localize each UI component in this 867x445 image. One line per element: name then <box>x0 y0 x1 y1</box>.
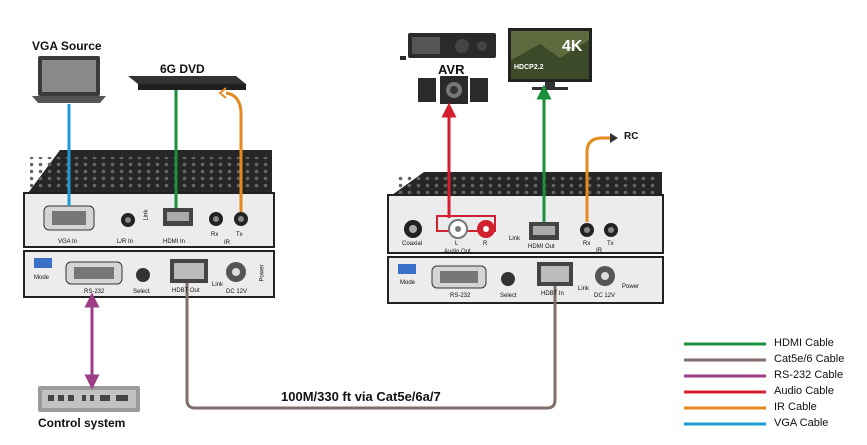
vga-source-label: VGA Source <box>32 39 102 53</box>
rx-ir-rx-label: Rx <box>583 241 591 247</box>
tx-ir-rx-label: Rx <box>211 232 219 238</box>
rx-audio-r-label: R <box>483 241 488 247</box>
legend-label-vga: VGA Cable <box>774 417 829 429</box>
rx-dc12v-label: DC 12V <box>594 293 616 299</box>
cable-run-label: 100M/330 ft via Cat5e/6a/7 <box>281 389 441 404</box>
rx-select-label: Select <box>500 293 517 299</box>
tx-link-label: Link <box>143 209 150 221</box>
rx-link-bottom-label: Link <box>578 286 590 292</box>
rx-audio-out-label: Audio Out <box>444 249 471 255</box>
tx-dc12v-label: DC 12V <box>226 289 248 295</box>
control-system-icon <box>38 386 140 412</box>
tx-ir-label: IR <box>224 240 230 246</box>
tx-ir-tx-label: Tx <box>236 232 243 238</box>
tx-rs232-label: RS-232 <box>84 289 105 295</box>
rx-hdbt-in-label: HDBT In <box>541 291 564 297</box>
ir-cable-rx <box>585 136 610 222</box>
tx-hdmi-in-label: HDMI In <box>163 239 186 245</box>
avr-receiver-icon <box>400 33 496 60</box>
tv-4k-badge: 4K <box>562 38 583 55</box>
tx-link-bottom-label: Link <box>212 282 224 288</box>
legend-swatches <box>684 342 766 426</box>
tx-select-label: Select <box>133 289 150 295</box>
legend-label-hdmi: HDMI Cable <box>774 337 834 349</box>
rx-ir-tx-label: Tx <box>607 241 614 247</box>
ir-emitter-tx-icon <box>218 87 227 99</box>
catx-cable <box>185 283 557 410</box>
tx-vga-in-label: VGA In <box>58 239 78 245</box>
ir-cable-tx <box>225 91 243 212</box>
rx-coaxial-label: Coaxial <box>402 241 423 247</box>
rx-ir-label: IR <box>596 248 602 254</box>
rx-audio-l-label: L <box>455 241 459 247</box>
legend-label-rs232: RS-232 Cable <box>774 369 844 381</box>
tv-hdcp-badge: HDCP2.2 <box>514 64 544 71</box>
rx-link-label: Link <box>509 236 521 242</box>
rx-rs232-label: RS-232 <box>450 293 471 299</box>
tv-icon <box>508 28 592 90</box>
speaker-icon <box>418 76 488 104</box>
dvd-label: 6G DVD <box>160 62 205 76</box>
tx-mode-label: Mode <box>34 275 50 281</box>
control-system-label: Control system <box>38 416 126 430</box>
avr-label: AVR <box>438 62 465 77</box>
ir-receiver-rx-icon <box>610 133 618 143</box>
legend-label-ir: IR Cable <box>774 401 817 413</box>
tx-hdbt-out-label: HDBT Out <box>172 288 200 294</box>
rx-power-label: Power <box>622 284 640 290</box>
transmitter-device <box>23 150 275 298</box>
legend-label-cat: Cat5e/6 Cable <box>774 353 845 365</box>
tx-lr-in-label: L/R In <box>117 239 134 245</box>
legend-label-audio: Audio Cable <box>774 385 834 397</box>
receiver-device <box>387 172 664 304</box>
dvd-player-icon <box>128 76 246 90</box>
rx-mode-label: Mode <box>400 280 416 286</box>
rc-label: RC <box>624 131 639 142</box>
rx-hdmi-out-label: HDMI Out <box>528 244 555 250</box>
tx-power-label: Power <box>259 264 266 282</box>
laptop-icon <box>32 56 106 103</box>
